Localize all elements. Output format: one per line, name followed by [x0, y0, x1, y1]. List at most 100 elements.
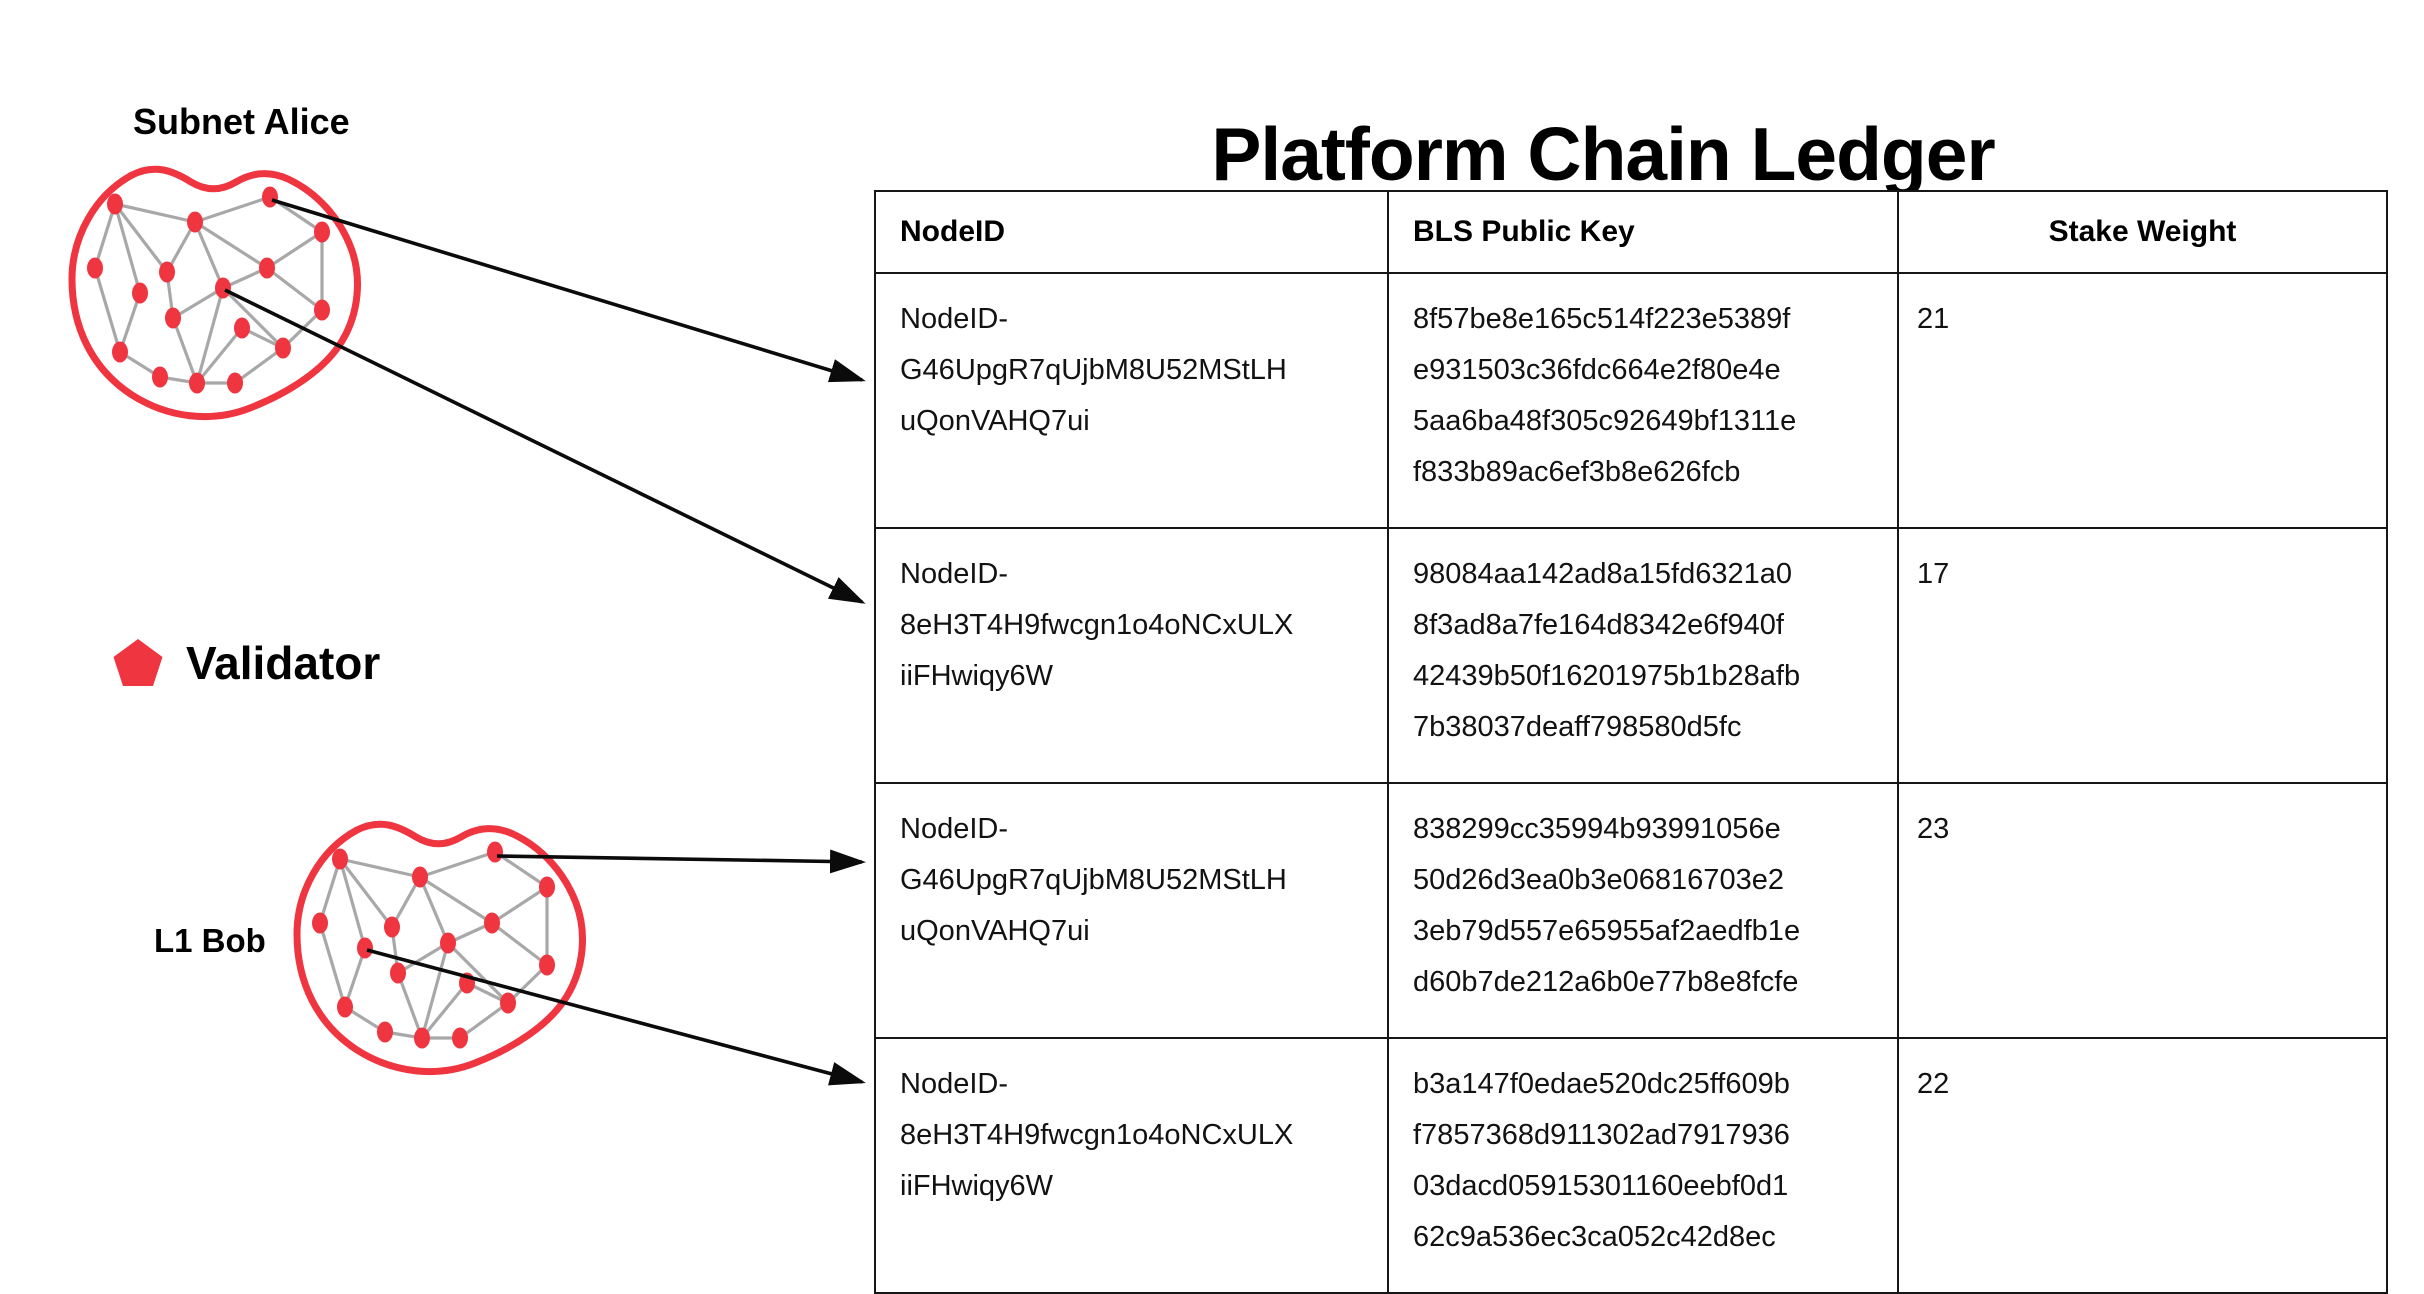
mapping-arrow: [366, 948, 866, 1086]
peer-edge: [171, 317, 199, 384]
validator-node: [452, 1027, 468, 1049]
table-row: NodeID- G46UpgR7qUjbM8U52MStLH uQonVAHQ7…: [874, 272, 2388, 529]
validator-node: [234, 317, 250, 339]
bls-key-cell: 8f57be8e165c514f223e5389f e931503c36fdc6…: [1387, 272, 1899, 529]
peer-edge: [491, 921, 548, 967]
mapping-arrow: [496, 849, 866, 874]
validator-node: [377, 1021, 393, 1043]
validator-node: [412, 866, 428, 888]
peer-edge: [93, 203, 117, 269]
validator-node: [314, 221, 330, 243]
peer-edge: [113, 203, 142, 294]
validator-node: [500, 992, 516, 1014]
peer-edge: [266, 266, 323, 312]
validator-node: [414, 1027, 430, 1049]
peer-edge: [266, 230, 323, 270]
validator-node: [332, 848, 348, 870]
subnet-boundary-blob: [68, 165, 361, 420]
peer-edge: [195, 326, 244, 385]
table-row: NodeID- G46UpgR7qUjbM8U52MStLH uQonVAHQ7…: [874, 782, 2388, 1039]
peer-edge: [93, 267, 122, 353]
validator-node: [314, 299, 330, 321]
validator-node: [227, 372, 243, 394]
peer-edge: [420, 942, 450, 1039]
peer-edge: [506, 963, 549, 1005]
peer-edge: [419, 875, 493, 925]
validator-node: [384, 916, 400, 938]
peer-edge: [420, 981, 469, 1040]
validator-node: [275, 337, 291, 359]
nodeid-cell: NodeID- 8eH3T4H9fwcgn1o4oNCxULX iiFHwiqy…: [874, 527, 1389, 784]
nodeid-cell: NodeID- G46UpgR7qUjbM8U52MStLH uQonVAHQ7…: [874, 782, 1389, 1039]
nodeid-cell: NodeID- G46UpgR7qUjbM8U52MStLH uQonVAHQ7…: [874, 272, 1389, 529]
bls-key-cell: 838299cc35994b93991056e 50d26d3ea0b3e068…: [1387, 782, 1899, 1039]
validator-node: [215, 277, 231, 299]
peer-edge: [221, 286, 285, 350]
stake-weight-cell: 22: [1897, 1037, 2388, 1294]
l1-bob-graph: [293, 820, 586, 1075]
peer-edge: [338, 858, 367, 949]
validator-node: [165, 307, 181, 329]
peer-edge: [172, 286, 224, 320]
col-header-bls-public-key: BLS Public Key: [1387, 190, 1899, 274]
validator-node: [107, 193, 123, 215]
page-title: Platform Chain Ledger: [1211, 112, 1995, 197]
validator-node: [440, 932, 456, 954]
validator-legend: Validator: [112, 636, 380, 690]
subnet-boundary-blob: [293, 820, 586, 1075]
validator-node: [390, 962, 406, 984]
peer-edge: [234, 346, 284, 385]
validator-node: [189, 372, 205, 394]
peer-edge: [418, 876, 450, 944]
peer-edge: [338, 858, 394, 928]
peer-edge: [446, 941, 510, 1005]
validator-node: [259, 257, 275, 279]
peer-edge: [318, 858, 342, 924]
peer-edge: [396, 972, 424, 1039]
peer-edge: [114, 202, 196, 224]
nodeid-cell: NodeID- 8eH3T4H9fwcgn1o4oNCxULX iiFHwiqy…: [874, 1037, 1389, 1294]
peer-edge: [491, 885, 548, 925]
col-header-stake-weight: Stake Weight: [1897, 190, 2388, 274]
peer-edge: [195, 287, 225, 384]
validator-legend-label: Validator: [186, 637, 381, 689]
mapping-arrow: [271, 198, 866, 383]
stake-weight-cell: 17: [1897, 527, 2388, 784]
validator-node: [112, 341, 128, 363]
bls-key-cell: 98084aa142ad8a15fd6321a0 8f3ad8a7fe164d8…: [1387, 527, 1899, 784]
mapping-arrow: [224, 288, 866, 604]
peer-edge: [118, 292, 142, 353]
platform-chain-ledger-table: NodeID BLS Public Key Stake Weight NodeI…: [874, 190, 2388, 1294]
validator-node: [484, 912, 500, 934]
validator-node: [159, 261, 175, 283]
subnet-alice-label: Subnet Alice: [133, 101, 350, 142]
pentagon-icon: [113, 639, 163, 686]
peer-edge: [194, 220, 268, 270]
l1-bob-label: L1 Bob: [154, 922, 266, 959]
validator-node: [187, 211, 203, 233]
validator-node: [312, 912, 328, 934]
col-header-nodeid: NodeID: [874, 190, 1389, 274]
table-row: NodeID- 8eH3T4H9fwcgn1o4oNCxULX iiFHwiqy…: [874, 527, 2388, 784]
stake-weight-cell: 23: [1897, 782, 2388, 1039]
peer-edge: [419, 850, 496, 879]
peer-edge: [459, 1001, 509, 1040]
peer-edge: [194, 195, 271, 224]
bls-key-cell: b3a147f0edae520dc25ff609b f7857368d91130…: [1387, 1037, 1899, 1294]
table-row: NodeID- 8eH3T4H9fwcgn1o4oNCxULX iiFHwiqy…: [874, 1037, 2388, 1294]
validator-node: [539, 954, 555, 976]
validator-node: [132, 282, 148, 304]
peer-edge: [193, 221, 225, 289]
stake-weight-cell: 21: [1897, 272, 2388, 529]
subnet-alice-graph: [68, 165, 361, 420]
peer-edge: [343, 947, 367, 1008]
validator-node: [539, 876, 555, 898]
validator-node: [357, 937, 373, 959]
table-header-row: NodeID BLS Public Key Stake Weight: [874, 190, 2388, 274]
validator-node: [87, 257, 103, 279]
validator-node: [152, 366, 168, 388]
validator-node: [337, 996, 353, 1018]
peer-edge: [339, 857, 421, 879]
